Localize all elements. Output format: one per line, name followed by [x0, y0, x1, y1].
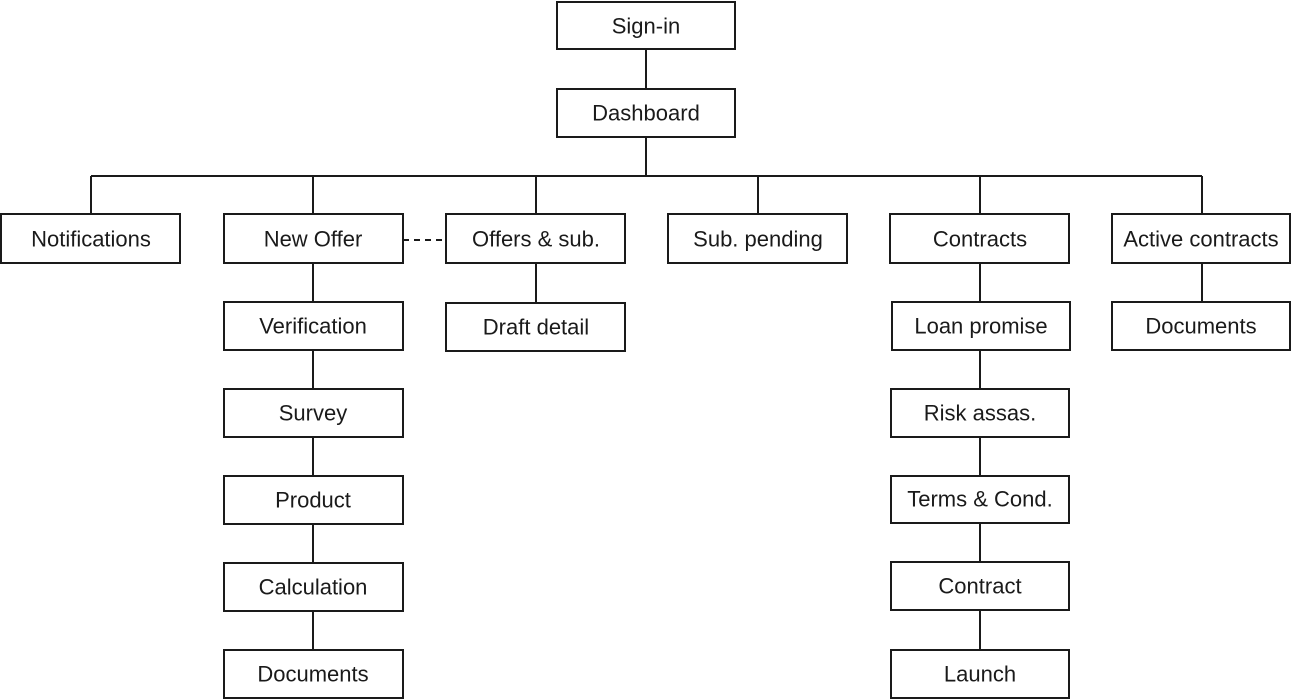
node-documents-active: Documents — [1111, 301, 1291, 351]
node-label: Survey — [279, 401, 347, 426]
node-documents-offer: Documents — [223, 649, 404, 699]
node-label: Terms & Cond. — [907, 487, 1053, 512]
node-label: Notifications — [31, 227, 151, 252]
node-label: Product — [275, 488, 351, 513]
node-contracts: Contracts — [889, 213, 1070, 264]
node-loan-promise: Loan promise — [891, 301, 1071, 351]
node-label: New Offer — [264, 227, 363, 252]
node-active-contracts: Active contracts — [1111, 213, 1291, 264]
node-verification: Verification — [223, 301, 404, 351]
node-label: Active contracts — [1123, 227, 1278, 252]
node-sub-pending: Sub. pending — [667, 213, 848, 264]
connectors — [90, 49, 1203, 650]
node-label: Contracts — [933, 227, 1027, 252]
node-label: Calculation — [259, 575, 368, 600]
node-offers-sub: Offers & sub. — [445, 213, 626, 264]
node-label: Sub. pending — [693, 227, 823, 252]
node-draft-detail: Draft detail — [445, 302, 626, 352]
node-label: Loan promise — [914, 314, 1047, 339]
node-risk-assas: Risk assas. — [890, 388, 1070, 438]
node-new-offer: New Offer — [223, 213, 404, 264]
node-survey: Survey — [223, 388, 404, 438]
node-launch: Launch — [890, 649, 1070, 699]
node-terms-cond: Terms & Cond. — [890, 475, 1070, 524]
node-label: Draft detail — [483, 315, 589, 340]
node-product: Product — [223, 475, 404, 525]
node-label: Verification — [259, 314, 367, 339]
node-label: Launch — [944, 662, 1016, 687]
node-sign-in: Sign-in — [556, 1, 736, 50]
node-label: Offers & sub. — [472, 227, 600, 252]
node-contract: Contract — [890, 561, 1070, 611]
node-label: Documents — [1145, 314, 1256, 339]
node-calculation: Calculation — [223, 562, 404, 612]
node-notifications: Notifications — [0, 213, 181, 264]
node-label: Sign-in — [612, 14, 680, 39]
node-label: Contract — [938, 574, 1021, 599]
node-label: Documents — [257, 662, 368, 687]
node-label: Dashboard — [592, 101, 700, 126]
node-dashboard: Dashboard — [556, 88, 736, 138]
node-label: Risk assas. — [924, 401, 1036, 426]
